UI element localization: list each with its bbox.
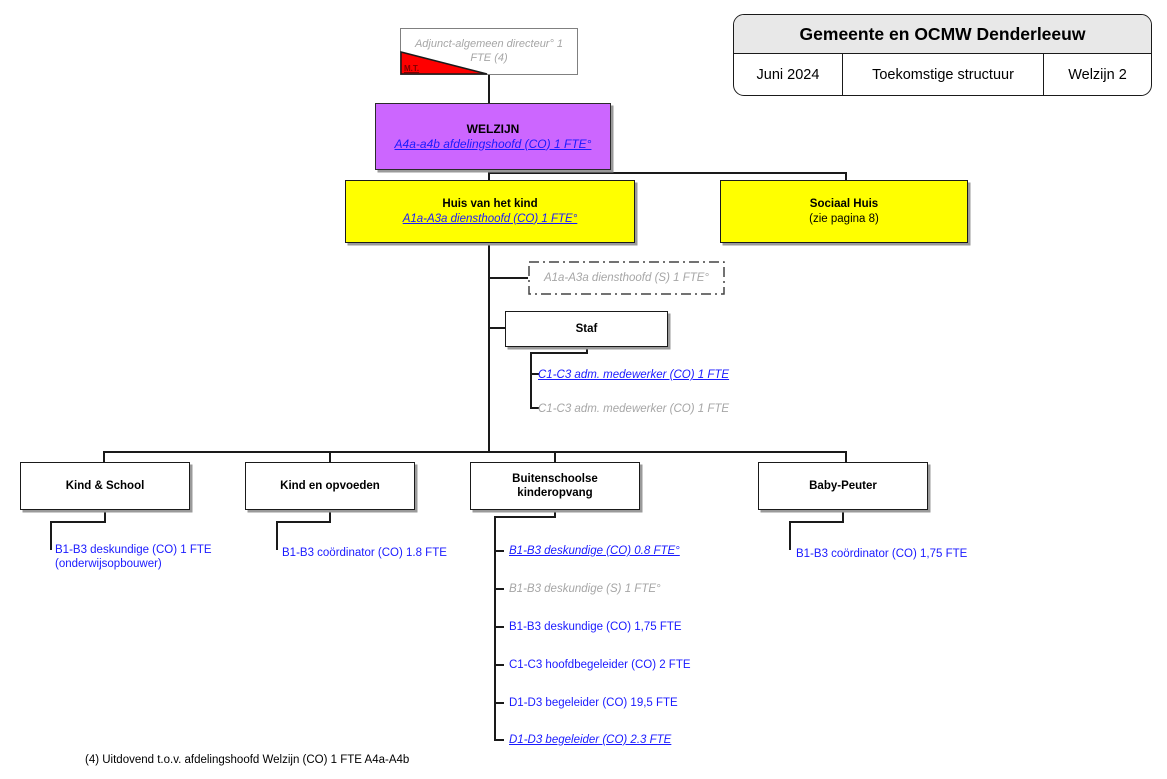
connector-line: [494, 550, 504, 552]
connector-line: [494, 739, 504, 741]
staff-item-line1: B1-B3 deskundige (CO) 1 FTE: [55, 544, 212, 556]
connector-line: [489, 277, 529, 279]
sociaal-huis-box: Sociaal Huis (zie pagina 8): [720, 180, 968, 243]
staff-item-line2: (onderwijsopbouwer): [55, 558, 162, 570]
staf-box: Staf: [505, 311, 668, 347]
dept-kind-en-opvoeden-box: Kind en opvoeden: [245, 462, 415, 510]
sociaal-huis-title: Sociaal Huis: [809, 198, 879, 211]
dept-buitenschoolse-box: Buitenschoolse kinderopvang: [470, 462, 640, 510]
diensthoofd-s-box: A1a-A3a diensthoofd (S) 1 FTE°: [528, 261, 725, 295]
dept-kind-school-box: Kind & School: [20, 462, 190, 510]
dept-title: Buitenschoolse kinderopvang: [512, 472, 598, 499]
connector-line: [103, 451, 105, 462]
connector-line: [842, 510, 844, 522]
connector-line: [276, 521, 278, 550]
connector-line: [530, 352, 532, 409]
huis-van-het-kind-role-link[interactable]: A1a-A3a diensthoofd (CO) 1 FTE°: [402, 212, 578, 225]
connector-line: [488, 75, 490, 103]
red-triangle-icon: [400, 51, 488, 75]
connector-line: [586, 347, 588, 354]
dept-baby-peuter-box: Baby-Peuter: [758, 462, 928, 510]
footnote: (4) Uitdovend t.o.v. afdelingshoofd Welz…: [85, 754, 410, 766]
sociaal-huis-note: (zie pagina 8): [809, 212, 879, 225]
staf-item[interactable]: C1-C3 adm. medewerker (CO) 1 FTE: [538, 369, 730, 381]
date-cell: Juni 2024: [734, 54, 843, 95]
staff-item[interactable]: D1-D3 begeleider (CO) 2.3 FTE: [509, 734, 672, 746]
management-team-flag: M.T.: [400, 51, 488, 75]
welzijn-role-link[interactable]: A4a-a4b afdelingshoofd (CO) 1 FTE°: [394, 136, 592, 151]
director-label: Adjunct-algemeen directeur° 1 FTE (4): [414, 37, 564, 64]
connector-line: [789, 521, 791, 550]
title-block-row: Juni 2024 Toekomstige structuur Welzijn …: [734, 54, 1151, 95]
connector-line: [276, 521, 331, 523]
dept-title: Baby-Peuter: [809, 479, 877, 492]
staf-item: C1-C3 adm. medewerker (CO) 1 FTE: [538, 403, 730, 415]
welzijn-box: WELZIJN A4a-a4b afdelingshoofd (CO) 1 FT…: [375, 103, 611, 170]
page-name-cell: Welzijn 2: [1068, 66, 1127, 83]
welzijn-title: WELZIJN: [466, 121, 520, 136]
connector-line: [50, 521, 106, 523]
title-block: Gemeente en OCMW Denderleeuw Juni 2024 T…: [733, 14, 1152, 96]
connector-line: [530, 407, 539, 409]
staff-item: D1-D3 begeleider (CO) 19,5 FTE: [509, 697, 678, 709]
connector-line: [845, 451, 847, 462]
connector-line: [494, 516, 496, 741]
connector-line: [488, 172, 490, 180]
dept-title: Kind en opvoeden: [280, 479, 380, 492]
connector-line: [103, 451, 847, 453]
structure-cell: Toekomstige structuur: [843, 54, 1044, 95]
connector-line: [845, 172, 847, 180]
connector-line: [488, 243, 490, 453]
connector-line: [494, 626, 504, 628]
connector-line: [494, 588, 504, 590]
connector-line: [489, 327, 506, 329]
connector-line: [488, 172, 847, 174]
connector-line: [789, 521, 844, 523]
staff-item: B1-B3 deskundige (CO) 1 FTE (onderwijsop…: [55, 543, 212, 571]
staf-title: Staf: [575, 322, 598, 335]
connector-line: [494, 664, 504, 666]
diensthoofd-s-label: A1a-A3a diensthoofd (S) 1 FTE°: [543, 271, 710, 284]
connector-line: [329, 510, 331, 522]
connector-line: [494, 516, 556, 518]
huis-van-het-kind-title: Huis van het kind: [442, 198, 538, 211]
connector-line: [554, 510, 556, 518]
director-box: Adjunct-algemeen directeur° 1 FTE (4) M.…: [400, 28, 578, 75]
staff-item: C1-C3 hoofdbegeleider (CO) 2 FTE: [509, 659, 691, 671]
connector-line: [104, 510, 106, 522]
page-title: Gemeente en OCMW Denderleeuw: [734, 15, 1151, 54]
connector-line: [530, 352, 588, 354]
connector-line: [329, 451, 331, 462]
staff-item: B1-B3 coördinator (CO) 1,75 FTE: [796, 548, 968, 560]
staff-item[interactable]: B1-B3 deskundige (CO) 0.8 FTE°: [509, 545, 680, 557]
staff-item: B1-B3 coördinator (CO) 1.8 FTE: [282, 547, 447, 559]
management-team-label: M.T.: [404, 64, 420, 73]
staff-item: B1-B3 deskundige (S) 1 FTE°: [509, 583, 661, 595]
dept-title: Kind & School: [65, 479, 145, 492]
connector-line: [554, 451, 556, 462]
dash-dot-border: [528, 261, 725, 295]
connector-line: [530, 373, 539, 375]
connector-line: [494, 702, 504, 704]
huis-van-het-kind-box: Huis van het kind A1a-A3a diensthoofd (C…: [345, 180, 635, 243]
connector-line: [50, 521, 52, 550]
staff-item: B1-B3 deskundige (CO) 1,75 FTE: [509, 621, 682, 633]
